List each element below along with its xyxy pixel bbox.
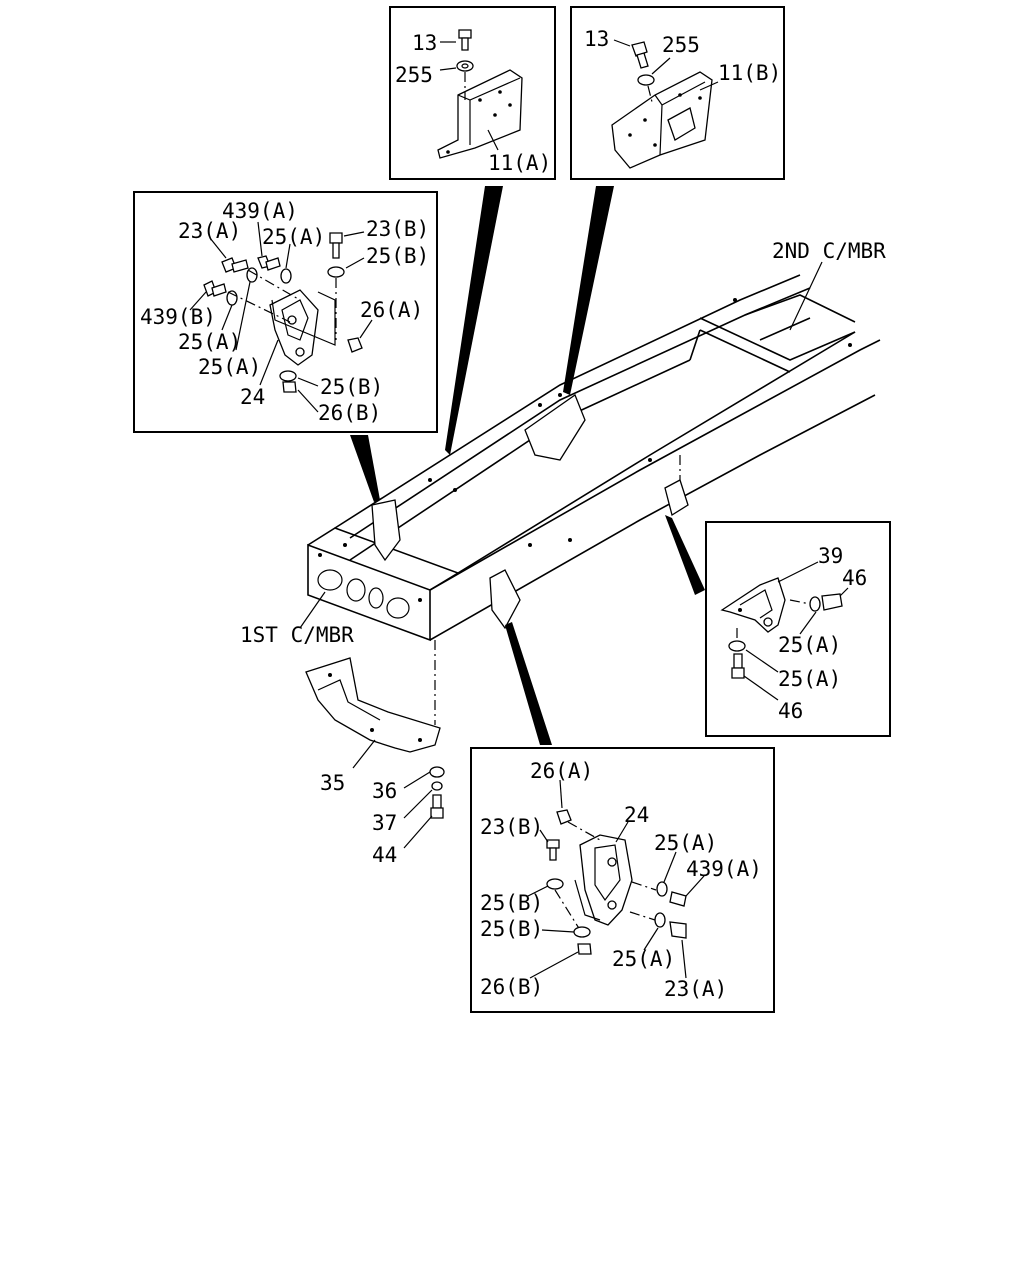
inset-bottom [470,747,775,1013]
inset-bottom-labels: 26(A) 24 23(B) 25(A) 439(A) 25(B) 25(B) … [480,759,762,1001]
label-2nd-cross-member: 2ND C/MBR [772,239,886,263]
label-24: 24 [624,803,649,827]
label-25b: 25(B) [366,244,429,268]
label-13: 13 [584,27,609,51]
bracket-35 [305,657,445,849]
part-36: 36 [372,779,397,803]
label-23b: 23(B) [366,217,429,241]
inset-top-left-labels: 13 255 11(A) [395,31,551,175]
label-25a-2: 25(A) [778,667,841,691]
label-46: 46 [842,566,867,590]
label-1st-cross-member: 1ST C/MBR [240,623,354,647]
label-25b-2: 25(B) [480,917,543,941]
label-25a-3: 25(A) [198,355,261,379]
label-439a: 439(A) [222,199,298,223]
inset-top-right [570,6,785,180]
leader-wedges [350,186,705,745]
label-255: 255 [395,63,433,87]
inset-right-labels: 39 46 25(A) 25(A) 46 [778,544,867,723]
label-255: 255 [662,33,700,57]
label-11b: 11(B) [718,61,781,85]
frame-label-group: 2ND C/MBR 1ST C/MBR [240,239,886,647]
label-26b: 26(B) [318,401,381,425]
label-26a: 26(A) [360,298,423,322]
label-24: 24 [240,385,265,409]
inset-right [705,521,891,737]
inset-left-labels: 439(A) 23(A) 25(A) 23(B) 25(B) 439(B) 26… [140,199,429,425]
label-25a-2: 25(A) [612,947,675,971]
label-439b: 439(B) [140,305,216,329]
label-11a: 11(A) [488,151,551,175]
part-37: 37 [372,811,397,835]
label-25a: 25(A) [262,225,325,249]
label-23a: 23(A) [178,219,241,243]
inset-left [133,191,438,433]
chassis-frame [307,274,881,725]
main-parts-labels: 35 36 37 44 [320,771,397,867]
label-25a: 25(A) [654,831,717,855]
label-25a-2: 25(A) [178,330,241,354]
inset-top-right-labels: 13 255 11(B) [584,27,781,85]
inset-top-left [389,6,556,180]
label-46-2: 46 [778,699,803,723]
label-439a: 439(A) [686,857,762,881]
part-35: 35 [320,771,345,795]
label-25b-2: 25(B) [320,375,383,399]
part-44: 44 [372,843,397,867]
label-25a: 25(A) [778,633,841,657]
label-23a: 23(A) [664,977,727,1001]
label-13: 13 [412,31,437,55]
label-25b: 25(B) [480,891,543,915]
label-39: 39 [818,544,843,568]
label-26a: 26(A) [530,759,593,783]
label-23b: 23(B) [480,815,543,839]
label-26b: 26(B) [480,975,543,999]
